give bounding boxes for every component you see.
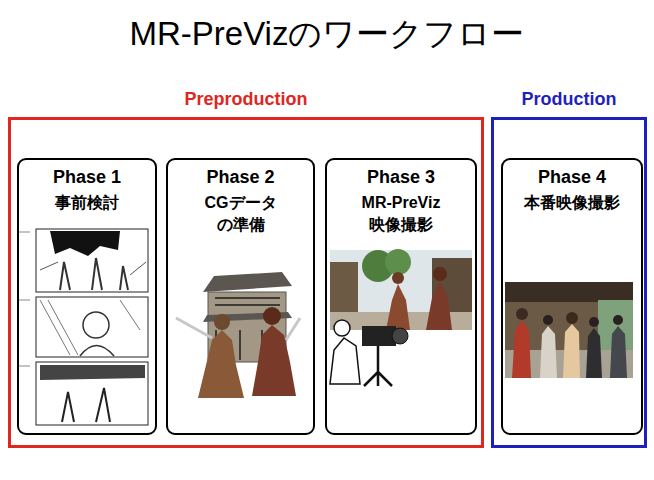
phase-name: 本番映像撮影: [520, 192, 624, 214]
tree: [385, 249, 411, 275]
phase-name: CGデータ の準備: [189, 192, 293, 237]
camera: [362, 326, 396, 346]
sketch-shoulders: [80, 346, 114, 357]
stage-heading: Production: [494, 89, 644, 110]
storyboard-panel: [36, 362, 148, 425]
production-photo: [505, 282, 633, 378]
cg-figure: [426, 280, 452, 330]
stage-region: PreproductionPhase 1事前検討Phase 2CGデータ の準備…: [8, 117, 484, 448]
sketch-face: [83, 312, 109, 338]
person: [512, 320, 531, 378]
phase-name: 事前検討: [35, 192, 139, 214]
sword: [176, 318, 212, 338]
photo-roof: [505, 282, 633, 302]
person-head: [516, 308, 528, 320]
storyboard-panel: [36, 297, 148, 357]
sketch-lines: [40, 262, 146, 275]
person: [586, 328, 602, 378]
cg-head: [433, 267, 447, 281]
person: [610, 326, 627, 378]
person-head: [543, 315, 553, 325]
samurai-head: [214, 314, 230, 330]
person-head: [613, 315, 623, 325]
tripod: [364, 346, 392, 386]
phase-box: Phase 1 事前検討: [17, 158, 157, 435]
camera-lens: [392, 328, 408, 344]
slide-title: MR-PreVizのワークフロー: [0, 12, 654, 57]
sketch-lines: [40, 300, 140, 355]
cg-model: [176, 272, 300, 398]
stage-region: ProductionPhase 4本番映像撮影: [491, 117, 647, 448]
sketch-shadow: [50, 231, 120, 256]
person-head: [566, 312, 578, 324]
cg-head: [392, 272, 404, 284]
mr-scene: [330, 249, 472, 386]
phase-number: Phase 1: [23, 167, 151, 189]
phase-box: Phase 2 CGデータ の準備: [166, 158, 315, 435]
phase-name: MR-PreViz 映像撮影: [349, 192, 453, 237]
sword: [286, 318, 300, 340]
phase-box: Phase 3 MR-PreViz 映像撮影: [325, 158, 477, 435]
phase-box: Phase 4 本番映像撮影: [501, 158, 643, 435]
phase-number: Phase 2: [172, 167, 309, 189]
operator-head: [334, 320, 350, 336]
samurai-figure: [198, 330, 244, 398]
cg-figure: [386, 284, 410, 330]
phase-number: Phase 3: [331, 167, 471, 189]
phase-number: Phase 4: [507, 167, 637, 189]
person-head: [589, 317, 599, 327]
operator-body: [330, 338, 360, 384]
person: [563, 324, 580, 378]
photo-ground: [505, 282, 633, 378]
sky: [330, 250, 472, 330]
person: [540, 326, 557, 378]
roof: [203, 272, 292, 292]
storyboard-panel: [36, 229, 148, 292]
sketch-figures: [60, 258, 128, 290]
storyboard: [18, 229, 148, 425]
demon-head: [263, 307, 281, 325]
stage-heading: Preproduction: [11, 89, 481, 110]
sketch-shadow: [40, 365, 145, 380]
panel-ticks: [18, 232, 30, 366]
sketch-figures: [62, 388, 110, 422]
